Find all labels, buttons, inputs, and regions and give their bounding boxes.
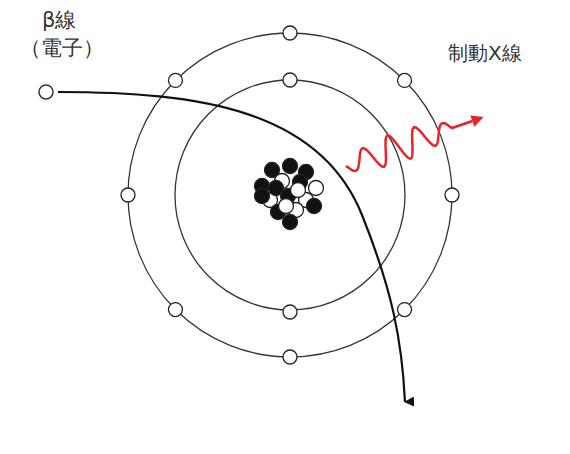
electron <box>445 188 459 202</box>
electron <box>283 26 297 40</box>
electron <box>283 73 297 87</box>
proton <box>283 215 298 230</box>
neutron <box>291 183 306 198</box>
neutron <box>309 181 324 196</box>
xray-label: 制動X線 <box>448 42 522 65</box>
outer-shell <box>128 33 452 357</box>
proton <box>307 199 322 214</box>
inner-shell <box>175 80 405 310</box>
proton <box>269 181 284 196</box>
xray-wave <box>346 121 472 171</box>
proton <box>283 159 298 174</box>
nucleus <box>255 159 324 230</box>
electron <box>398 73 412 87</box>
orbital-electrons <box>121 26 459 364</box>
beta-electron <box>39 85 53 99</box>
electron <box>283 350 297 364</box>
beta-ray-label: β線 <box>42 8 76 32</box>
electron <box>168 303 182 317</box>
electron-label: （電子） <box>20 36 104 60</box>
neutron <box>279 199 294 214</box>
xray-arrowhead <box>470 115 483 126</box>
electron <box>283 305 297 319</box>
electron <box>121 188 135 202</box>
electron <box>398 303 412 317</box>
electron-path <box>58 92 405 402</box>
proton <box>255 189 270 204</box>
electron <box>168 73 182 87</box>
